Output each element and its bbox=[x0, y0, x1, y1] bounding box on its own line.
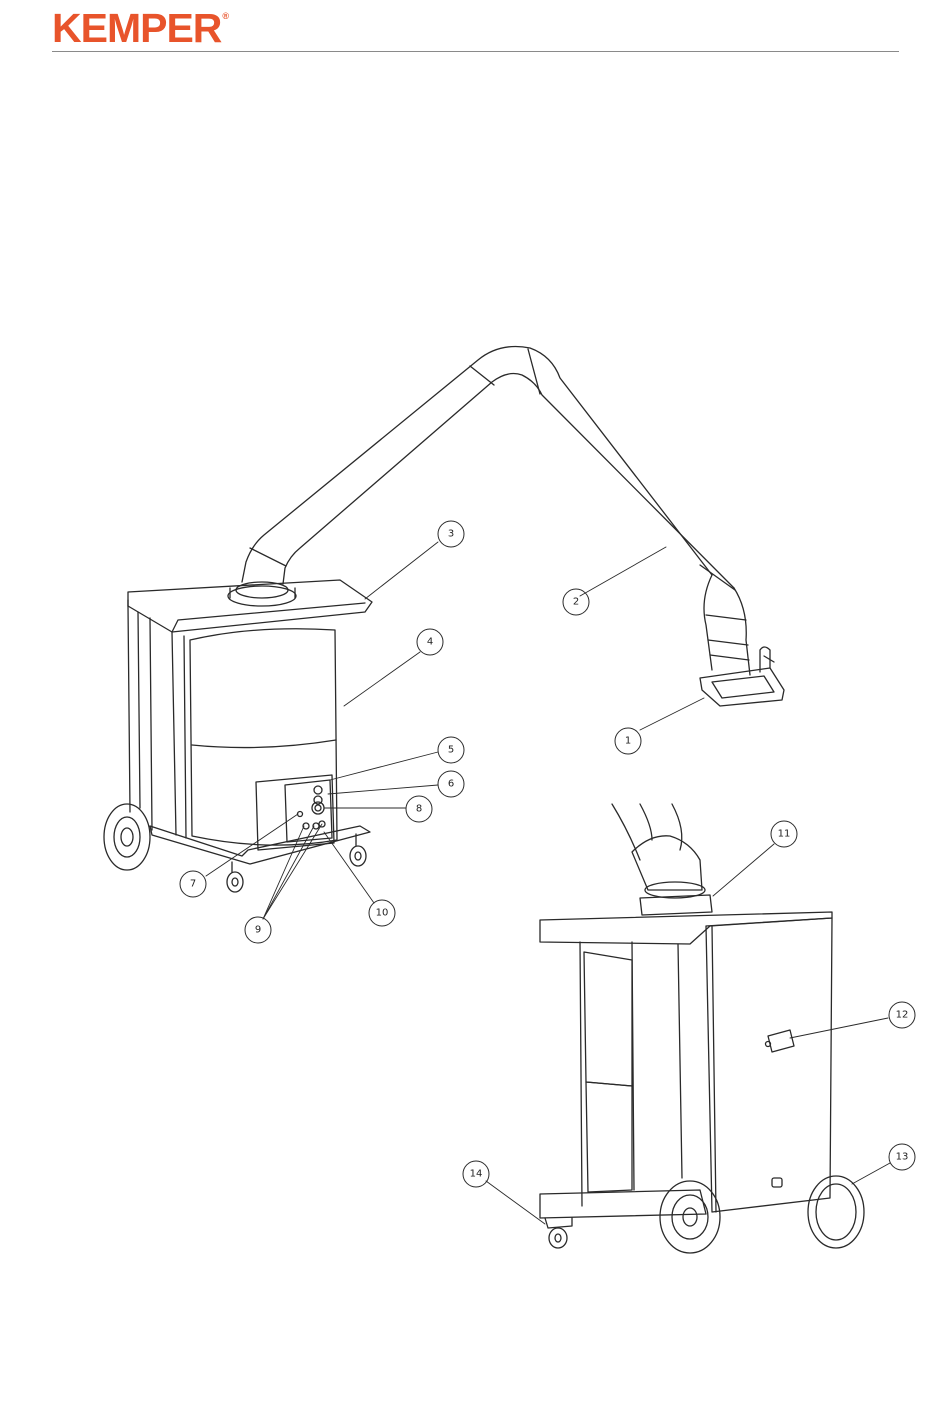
callout-14: 14 bbox=[463, 1161, 489, 1187]
callout-8: 8 bbox=[406, 796, 432, 822]
callout-9: 9 bbox=[245, 917, 271, 943]
callout-2: 2 bbox=[563, 589, 589, 615]
callout-6: 6 bbox=[438, 771, 464, 797]
callout-12: 12 bbox=[889, 1002, 915, 1028]
callout-7: 7 bbox=[180, 871, 206, 897]
callout-11-label: 11 bbox=[778, 829, 791, 840]
callout-12-label: 12 bbox=[896, 1010, 909, 1021]
callout-9-label: 9 bbox=[255, 925, 261, 936]
callout-4: 4 bbox=[417, 629, 443, 655]
callout-7-label: 7 bbox=[190, 879, 196, 890]
callout-11: 11 bbox=[771, 821, 797, 847]
callout-6-label: 6 bbox=[448, 779, 454, 790]
callout-1-label: 1 bbox=[625, 736, 631, 747]
callout-8-label: 8 bbox=[416, 804, 422, 815]
callout-13-label: 13 bbox=[896, 1152, 909, 1163]
callout-leaders bbox=[206, 542, 890, 1224]
callout-4-label: 4 bbox=[427, 637, 433, 648]
extraction-arm bbox=[242, 347, 750, 676]
callout-14-label: 14 bbox=[470, 1169, 483, 1180]
callout-5-label: 5 bbox=[448, 745, 454, 756]
callout-2-label: 2 bbox=[573, 597, 579, 608]
callout-10: 10 bbox=[369, 900, 395, 926]
mobile-unit-front bbox=[104, 580, 372, 892]
callout-3-label: 3 bbox=[448, 529, 454, 540]
mobile-unit-rear bbox=[540, 804, 864, 1253]
callout-10-label: 10 bbox=[376, 908, 389, 919]
callout-1: 1 bbox=[615, 728, 641, 754]
callout-3: 3 bbox=[438, 521, 464, 547]
callout-5: 5 bbox=[438, 737, 464, 763]
callout-13: 13 bbox=[889, 1144, 915, 1170]
